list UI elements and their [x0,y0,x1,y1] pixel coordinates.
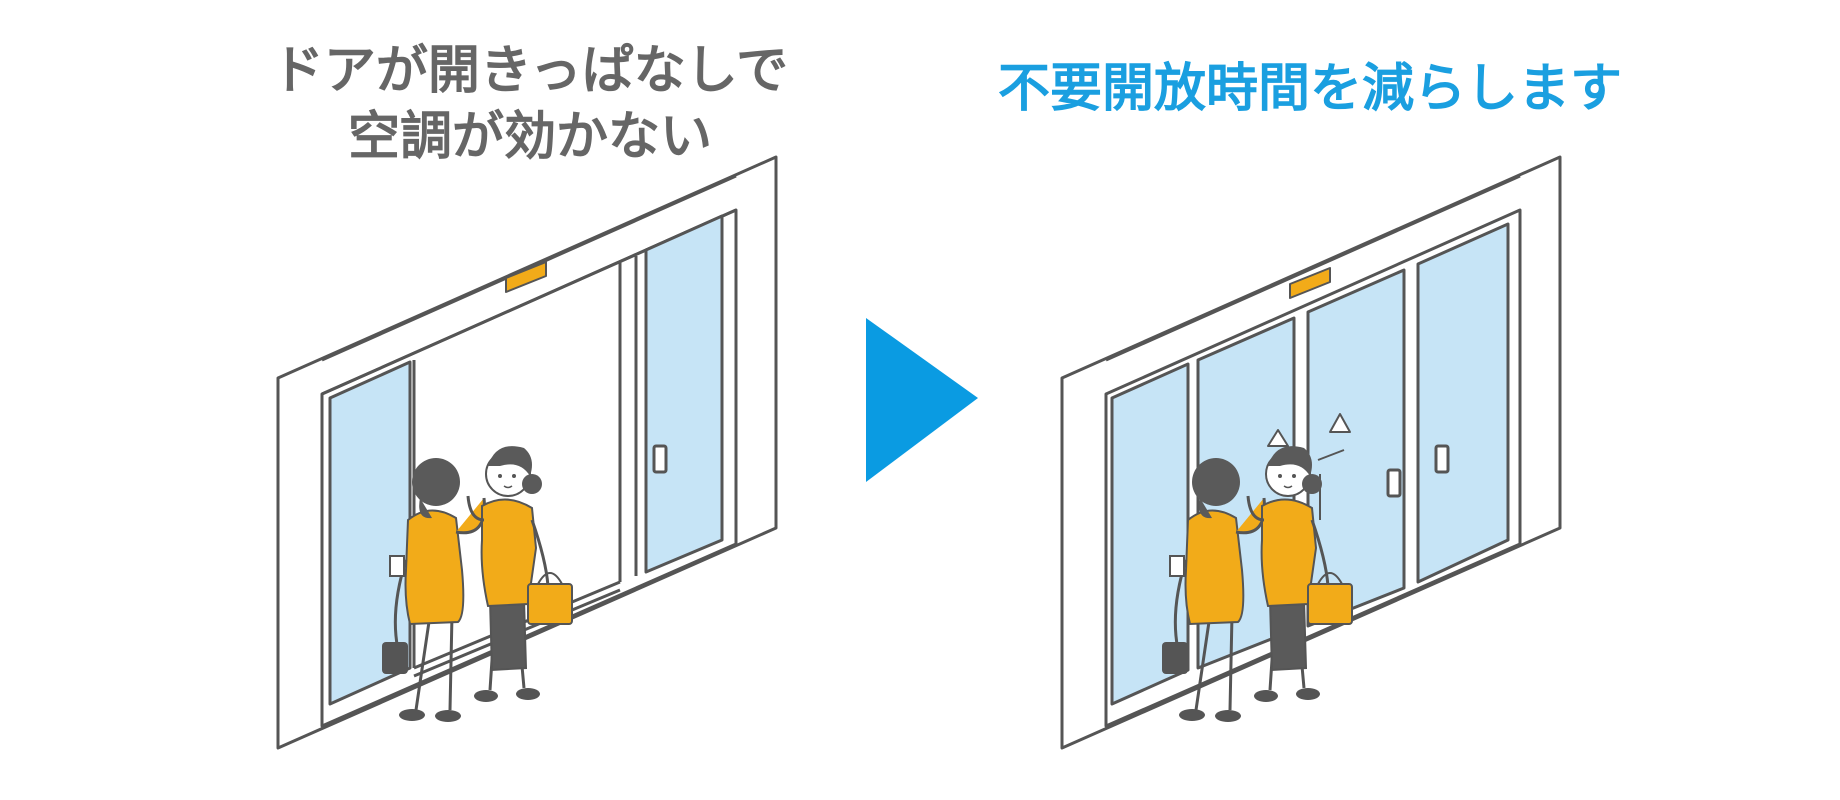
door-sensor-icon [505,261,547,293]
door-sensor-icon [1289,267,1331,299]
play-triangle-icon [866,318,978,482]
before-caption-line-1: ドアが開きっぱなしで [271,41,789,101]
after-door [1060,155,1562,750]
door-open-arrows-icon [1267,413,1351,520]
after-caption: 不要開放時間を減らします [997,59,1622,119]
before-caption: ドアが開きっぱなしで 空調が効かない [260,38,800,170]
before-caption-line-2: 空調が効かない [347,107,712,167]
